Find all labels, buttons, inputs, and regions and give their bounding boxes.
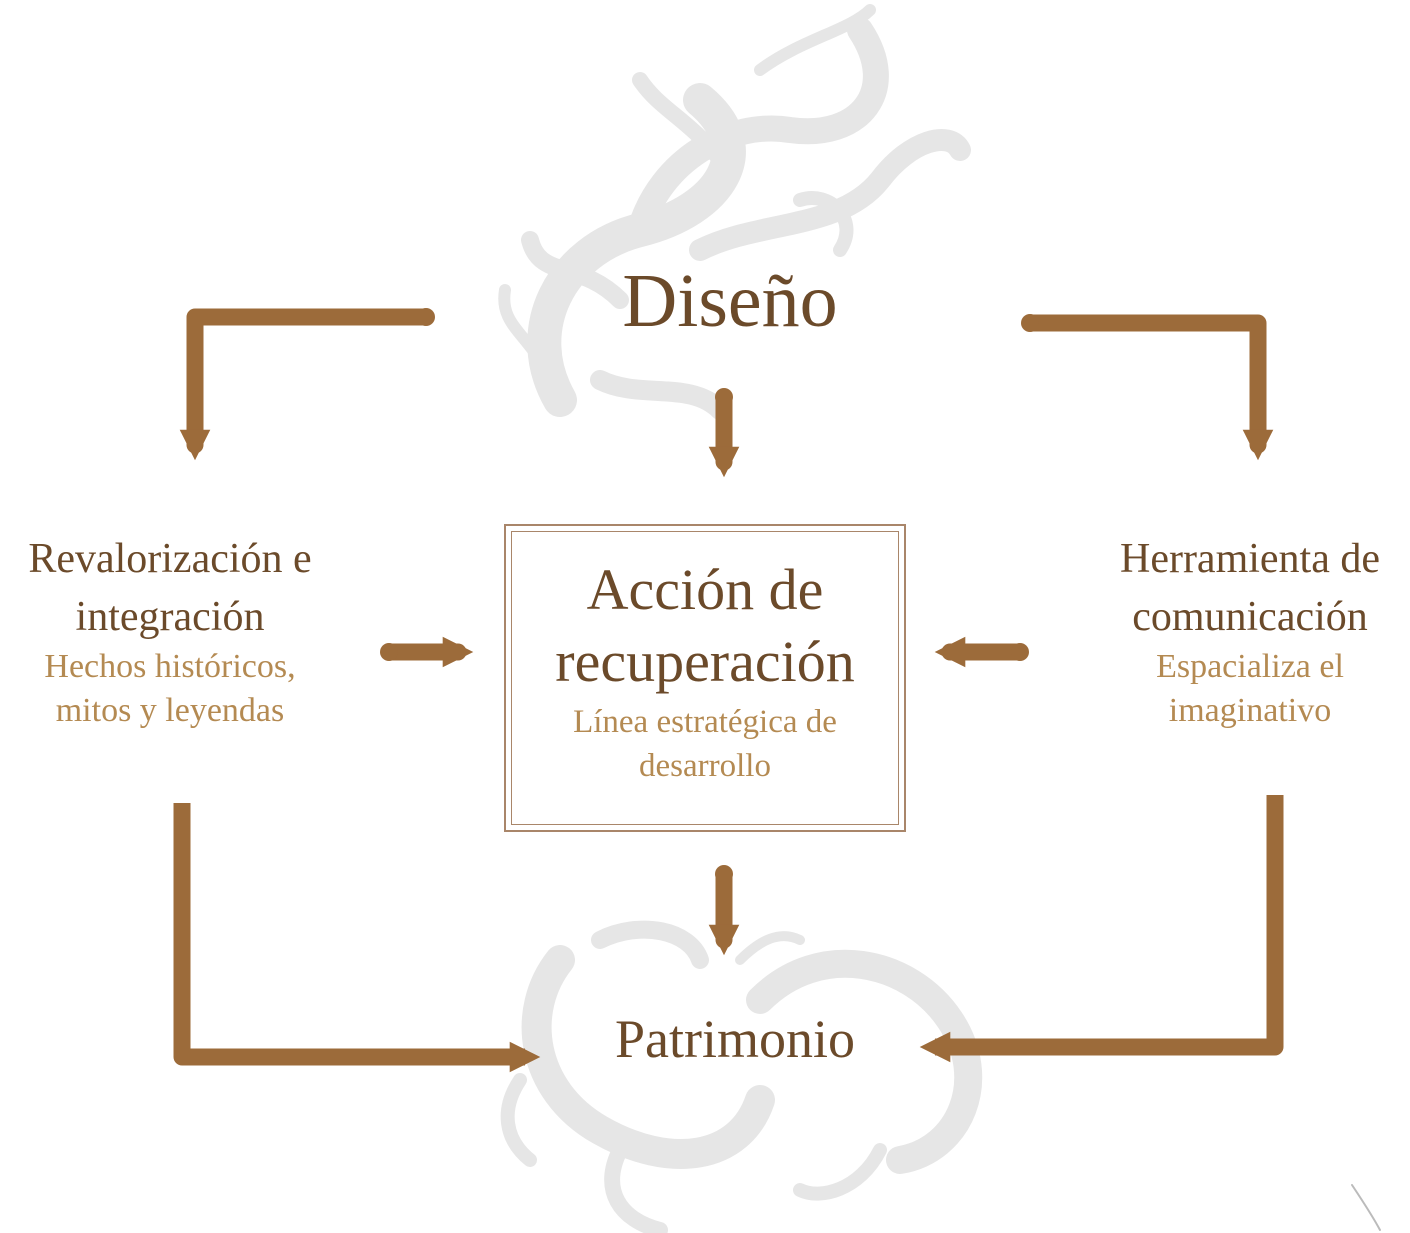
node-patrimonio: Patrimonio [615,1009,855,1069]
node-herramienta-title-line-2: comunicación [1132,594,1368,640]
node-revalorizacion-title-line-2: integración [75,594,265,640]
node-herramienta-title-line-1: Herramienta de [1119,536,1381,582]
node-herramienta-subtitle-line-1: Espacializa el [1156,648,1344,685]
node-revalorizacion-subtitle-line-1: Hechos históricos, [44,648,296,685]
arrow-right-to-patrimonio [919,795,1284,1063]
node-revalorizacion-title-line-1: Revalorización e [28,536,312,582]
node-accion-title-line-1: Acción de [586,557,824,622]
node-accion-recuperacion-frame: Acción de recuperación Línea estratégica… [511,531,899,825]
arrow-left-to-patrimonio [173,803,541,1073]
node-revalorizacion-subtitle-line-2: mitos y leyendas [55,692,285,729]
node-diseno: Diseño [622,259,838,343]
node-accion-subtitle-line-2: desarrollo [639,748,771,784]
arrow-diseno-to-right [1021,314,1274,461]
node-accion-subtitle-line-1: Línea estratégica de [573,704,837,740]
node-accion-recuperacion: Acción de recuperación Línea estratégica… [504,524,906,832]
arrow-diseno-to-left [179,308,435,461]
node-herramienta: Herramienta de comunicación Espacializa … [1090,530,1410,734]
node-herramienta-subtitle-line-2: imaginativo [1168,692,1332,729]
node-accion-title-line-2: recuperación [555,629,855,694]
node-revalorizacion: Revalorización e integración Hechos hist… [0,530,340,734]
